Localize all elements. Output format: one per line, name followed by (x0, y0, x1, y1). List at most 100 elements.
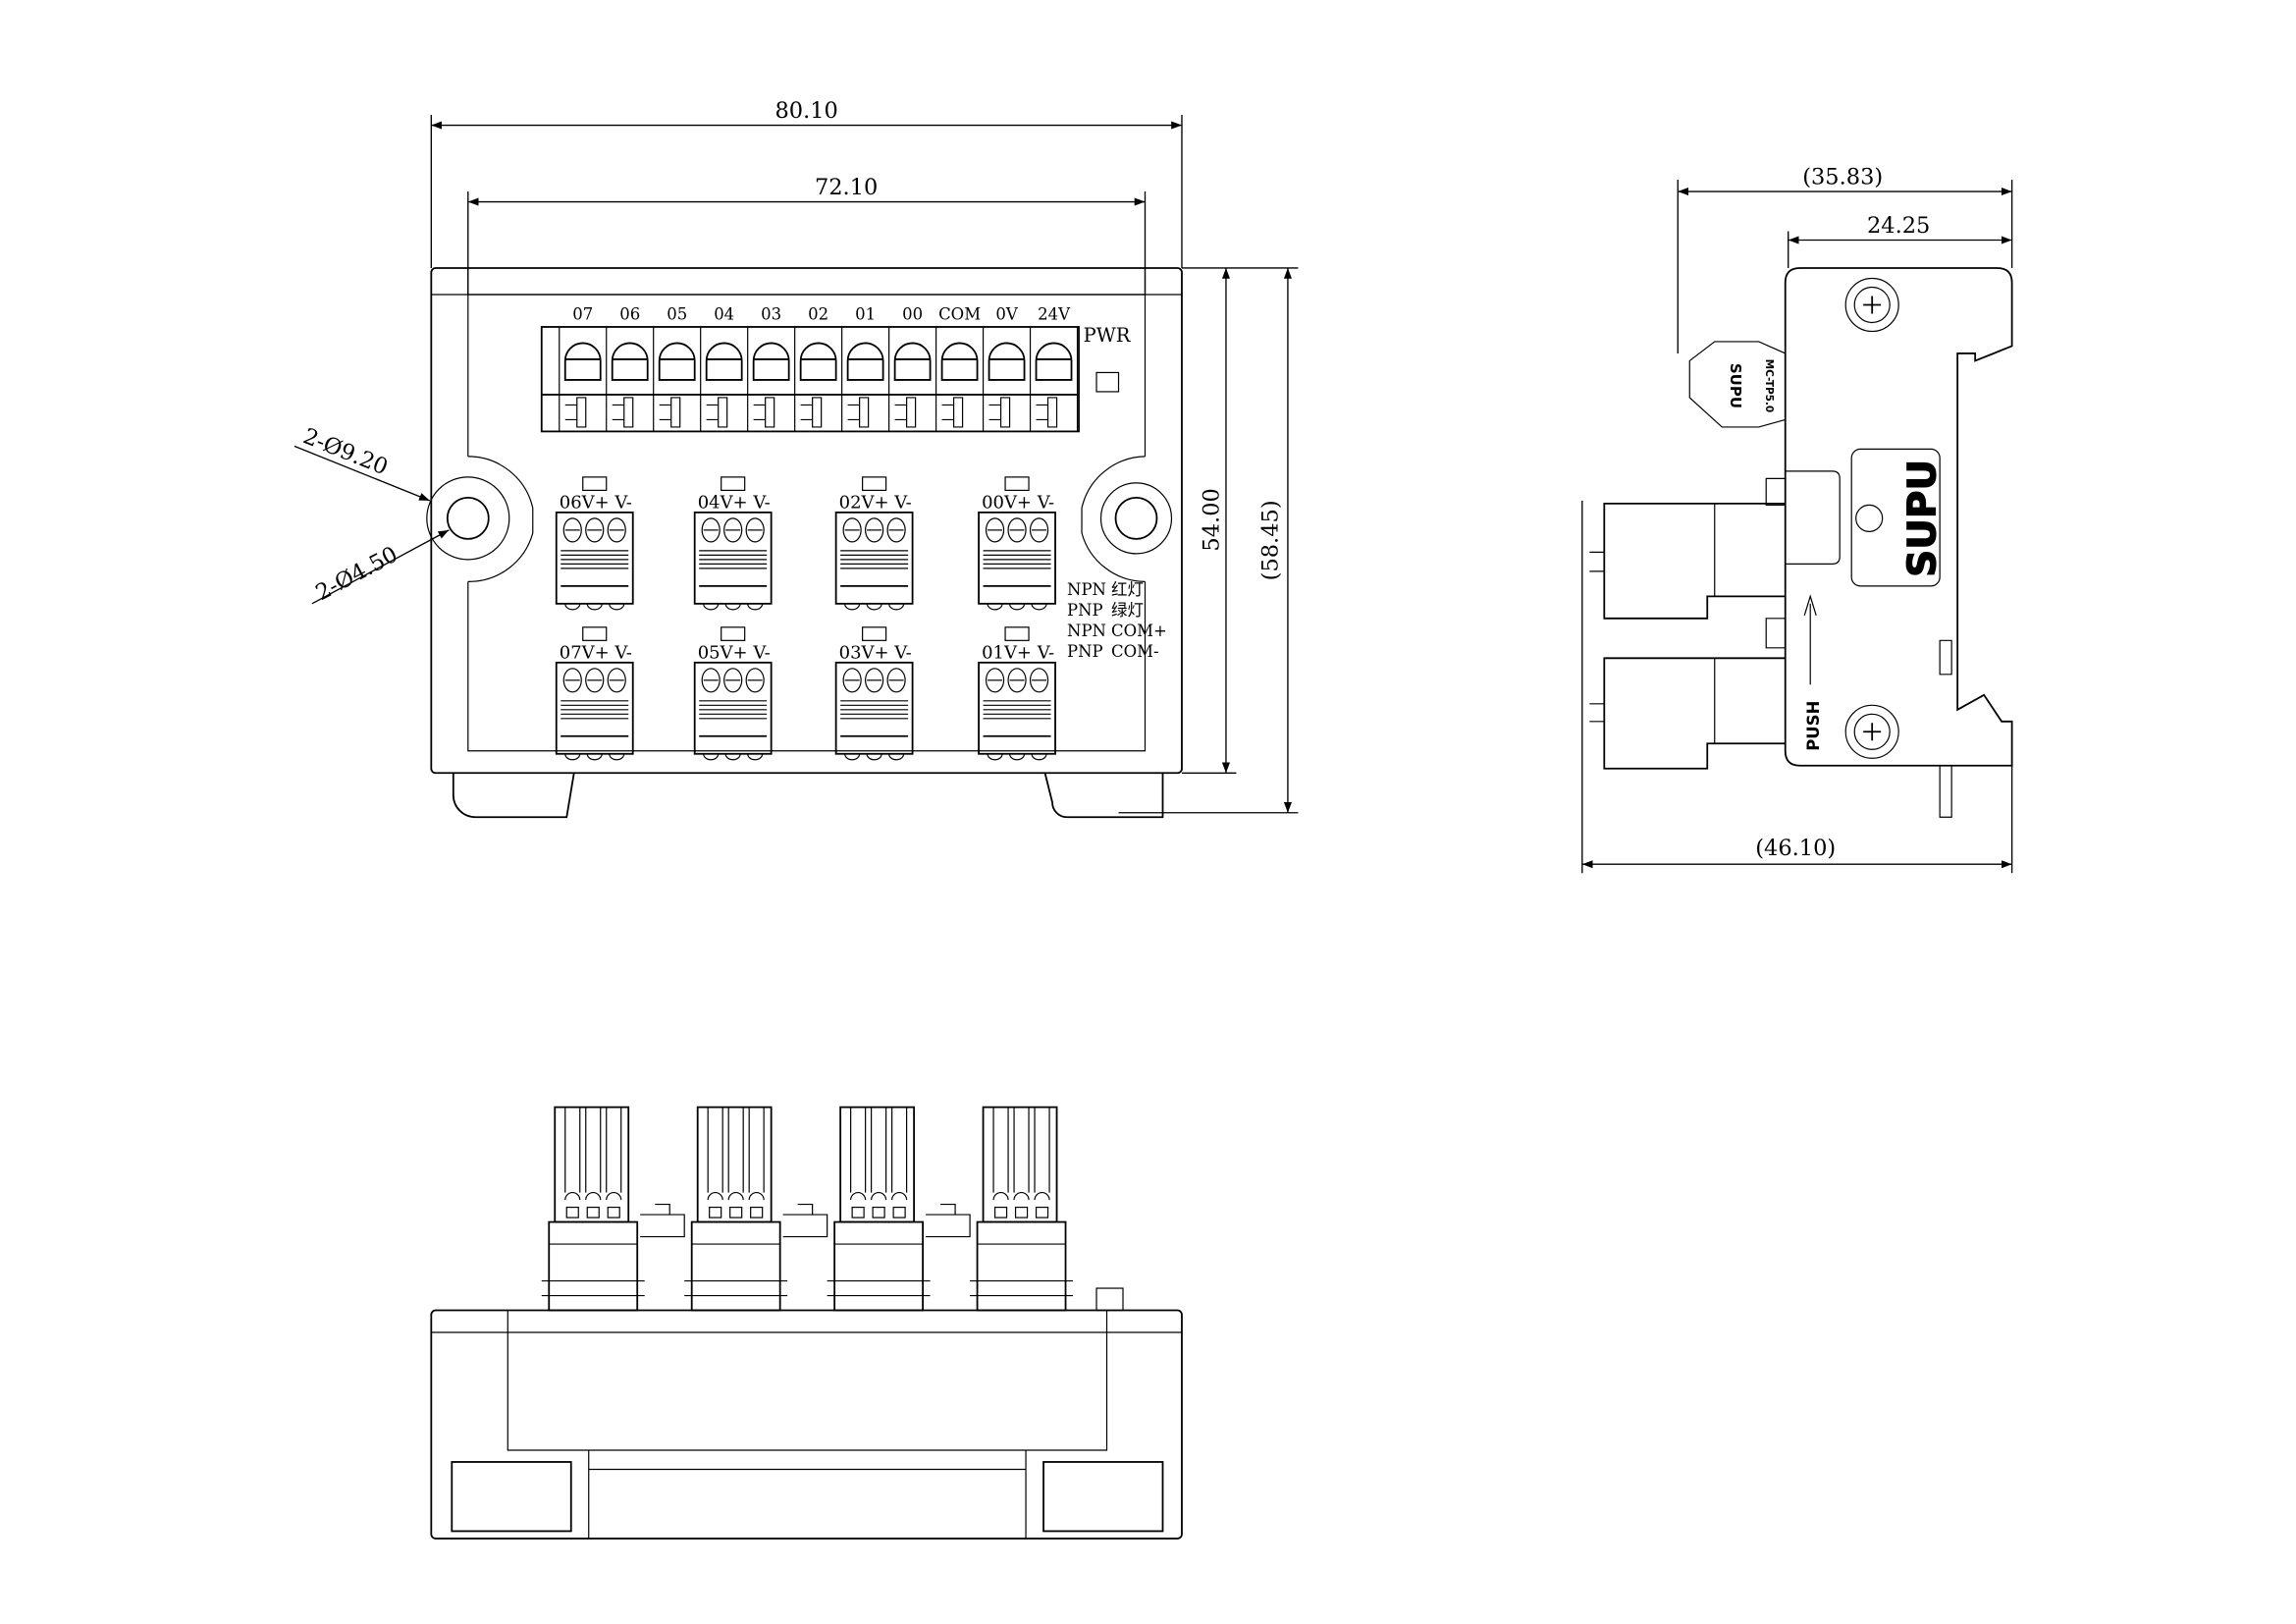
side-connectors (1603, 502, 1786, 770)
connector-upper-2[interactable]: 02V+ V- (834, 476, 914, 611)
mount-hole-left-outer (426, 476, 510, 561)
release-button[interactable] (985, 517, 1005, 543)
tag-model: MC-TP5.0 (1763, 359, 1775, 413)
connector-label: 03V+ V- (839, 642, 912, 663)
release-button[interactable] (745, 517, 765, 543)
release-button[interactable] (585, 668, 605, 693)
dim-hole-9-20: 2-Ø9.20 (299, 423, 392, 480)
connector-lower-3[interactable]: 01V+ V- (978, 626, 1056, 761)
terminal-lever-icon (611, 342, 649, 381)
dimension-rail-depth: 24.25 (1788, 213, 2012, 268)
dim-hole-4-50: 2-Ø4.50 (311, 542, 401, 606)
release-button[interactable] (865, 668, 884, 693)
connector-upper-0[interactable]: 06V+ V- (555, 476, 634, 611)
mount-hole-right-outer (1099, 482, 1173, 555)
dimension-overall-depth: (46.10) (1581, 500, 2013, 874)
side-view: (35.83) 24.25 (46.10) SUPU PUSH SUPU M (1581, 165, 2013, 874)
dimension-inner-width: 72.10 (467, 175, 1147, 295)
terminal-07[interactable]: 07 (559, 304, 602, 432)
connector-lower-0[interactable]: 07V+ V- (555, 626, 634, 761)
body-edge (431, 267, 1182, 296)
release-button[interactable] (607, 668, 626, 693)
release-button[interactable] (1007, 668, 1027, 693)
connector-label: 02V+ V- (839, 492, 912, 513)
terminal-24v[interactable]: 24V (1029, 304, 1073, 432)
terminal-01[interactable]: 01 (841, 304, 884, 432)
terminal-05[interactable]: 05 (653, 304, 696, 432)
side-pins (1589, 551, 1952, 818)
release-button[interactable] (585, 517, 605, 543)
side-plate (1784, 267, 2013, 767)
screw-bottom (1844, 704, 1899, 759)
connector-label: 01V+ V- (982, 642, 1054, 663)
legend-type: NPN (1067, 622, 1106, 640)
terminal-label: 02 (808, 304, 828, 323)
front-led (1095, 1287, 1124, 1312)
mount-hole-left (446, 496, 490, 540)
terminal-label: 05 (667, 304, 687, 323)
brand-logo: SUPU (1901, 460, 1946, 577)
release-button[interactable] (842, 517, 862, 543)
connector-upper-1[interactable]: 04V+ V- (693, 476, 773, 611)
brand-logo-mark (1855, 504, 1884, 532)
legend-desc: COM- (1111, 642, 1159, 661)
release-button[interactable] (1007, 517, 1027, 543)
release-button[interactable] (886, 668, 906, 693)
brand-plate (1850, 448, 1941, 587)
front-connector-1 (684, 1106, 828, 1312)
release-button[interactable] (562, 517, 582, 543)
foot-left (452, 773, 575, 819)
dim-54-00: 54.00 (1199, 488, 1224, 551)
terminal-lever-icon (752, 342, 790, 381)
terminal-com[interactable]: COM (934, 304, 982, 432)
terminal-03[interactable]: 03 (747, 304, 790, 432)
release-button[interactable] (886, 517, 906, 543)
release-button[interactable] (865, 517, 884, 543)
terminal-06[interactable]: 06 (606, 304, 649, 432)
dimension-overall-width: 80.10 (430, 98, 1183, 268)
front-foot-right (1042, 1461, 1164, 1533)
terminal-label: 03 (761, 304, 781, 323)
legend-desc: 红灯 (1111, 580, 1144, 599)
mount-hole-right (1114, 496, 1158, 540)
connector-label: 04V+ V- (698, 492, 771, 513)
connector-label: 00V+ V- (982, 492, 1054, 513)
terminal-lever-icon (940, 342, 979, 381)
hole-boss-left (467, 456, 534, 582)
connector-label: 06V+ V- (560, 492, 632, 513)
release-button[interactable] (745, 668, 765, 693)
dim-35-83: (35.83) (1802, 165, 1883, 190)
release-button[interactable] (562, 668, 582, 693)
terminal-label: 01 (855, 304, 876, 323)
release-button[interactable] (723, 517, 743, 543)
release-button[interactable] (842, 668, 862, 693)
terminal-lever-icon (563, 342, 602, 381)
terminal-0v[interactable]: 0V (982, 304, 1026, 432)
front-connector-2 (827, 1106, 971, 1312)
marker-tag (1688, 341, 1787, 428)
body-inner-outline (467, 294, 1147, 752)
terminal-04[interactable]: 04 (700, 304, 743, 432)
terminal-label: COM (938, 304, 981, 323)
screw-top (1844, 277, 1899, 333)
terminal-lever-icon (658, 342, 696, 381)
terminal-lever-icon (1035, 342, 1073, 381)
terminal-00[interactable]: 00 (888, 304, 932, 432)
release-button[interactable] (701, 517, 721, 543)
connector-upper-3[interactable]: 00V+ V- (978, 476, 1056, 611)
release-button[interactable] (1029, 668, 1049, 693)
release-button[interactable] (1029, 517, 1049, 543)
release-button[interactable] (985, 668, 1005, 693)
foot-right (1043, 773, 1164, 819)
connector-lower-1[interactable]: 05V+ V- (693, 626, 773, 761)
hole-boss-right (1081, 456, 1146, 582)
connector-lower-2[interactable]: 03V+ V- (834, 626, 914, 761)
release-button[interactable] (723, 668, 743, 693)
front-foot-left (451, 1461, 572, 1533)
terminal-02[interactable]: 02 (794, 304, 837, 432)
release-button[interactable] (701, 668, 721, 693)
release-button[interactable] (607, 517, 626, 543)
dim-24-25: 24.25 (1867, 213, 1930, 239)
